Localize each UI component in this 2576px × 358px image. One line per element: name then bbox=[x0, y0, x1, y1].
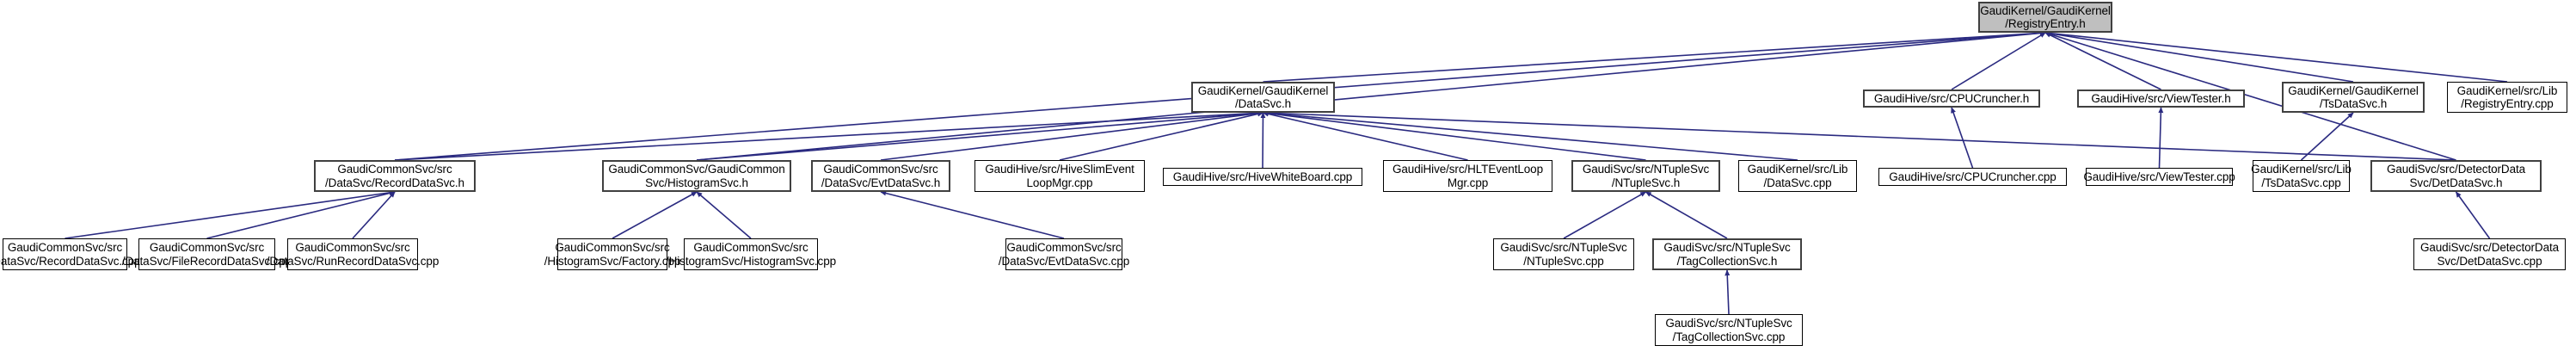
graph-node-tagcollectionsvc_cpp[interactable]: GaudiSvc/src/NTupleSvc /TagCollectionSvc… bbox=[1655, 314, 1803, 346]
graph-node-tagcollectionsvc_h[interactable]: GaudiSvc/src/NTupleSvc /TagCollectionSvc… bbox=[1652, 238, 1802, 270]
graph-edge bbox=[2044, 30, 2508, 83]
graph-edge bbox=[1645, 191, 1728, 239]
graph-node-datasvc_h[interactable]: GaudiKernel/GaudiKernel /DataSvc.h bbox=[1191, 82, 1335, 113]
graph-edge bbox=[2044, 32, 2161, 90]
graph-edge bbox=[1951, 32, 2046, 90]
graph-edge bbox=[696, 30, 2046, 161]
graph-edge bbox=[1725, 269, 1731, 315]
graph-node-histogramsvc_h[interactable]: GaudiCommonSvc/GaudiCommon Svc/Histogram… bbox=[602, 160, 791, 192]
graph-edge bbox=[1262, 110, 1646, 161]
graph-edge bbox=[394, 110, 1264, 161]
graph-node-hiveslimeventloopmgr[interactable]: GaudiHive/src/HiveSlimEvent LoopMgr.cpp bbox=[974, 160, 1145, 192]
graph-edge bbox=[696, 110, 1264, 161]
graph-node-datasvc_cpp[interactable]: GaudiKernel/src/Lib /DataSvc.cpp bbox=[1738, 160, 1857, 192]
graph-edge bbox=[1951, 107, 1974, 169]
graph-node-ntuplesvc_h[interactable]: GaudiSvc/src/NTupleSvc /NTupleSvc.h bbox=[1571, 160, 1720, 192]
graph-edge bbox=[1263, 30, 2046, 83]
graph-node-detdatasvc_cpp[interactable]: GaudiSvc/src/DetectorData Svc/DetDataSvc… bbox=[2413, 238, 2566, 270]
graph-edge bbox=[1262, 110, 1798, 161]
graph-node-cpucruncher_h[interactable]: GaudiHive/src/CPUCruncher.h bbox=[1863, 90, 2040, 108]
graph-edge bbox=[880, 110, 1264, 161]
graph-node-filerecorddatasvc_cpp[interactable]: GaudiCommonSvc/src /DataSvc/FileRecordDa… bbox=[122, 238, 292, 270]
graph-edge bbox=[1059, 111, 1264, 161]
graph-node-hlteventloopmgr[interactable]: GaudiHive/src/HLTEventLoop Mgr.cpp bbox=[1383, 160, 1552, 192]
graph-node-evtdatasvc_cpp[interactable]: GaudiCommonSvc/src /DataSvc/EvtDataSvc.c… bbox=[999, 238, 1129, 270]
graph-edge bbox=[2044, 31, 2354, 83]
graph-edge bbox=[612, 191, 698, 239]
graph-node-detdatasvc_h[interactable]: GaudiSvc/src/DetectorData Svc/DetDataSvc… bbox=[2370, 160, 2542, 192]
graph-node-runrecorddatasvc_cpp[interactable]: GaudiCommonSvc/src /DataSvc/RunRecordDat… bbox=[267, 238, 439, 270]
graph-edge bbox=[696, 191, 752, 239]
graph-edge bbox=[880, 190, 1065, 239]
graph-node-ntuplesvc_cpp[interactable]: GaudiSvc/src/NTupleSvc /NTupleSvc.cpp bbox=[1493, 238, 1634, 270]
graph-edge bbox=[352, 191, 396, 239]
graph-node-registryentry_h[interactable]: GaudiKernel/GaudiKernel /RegistryEntry.h bbox=[1978, 2, 2112, 33]
graph-node-viewtester_cpp[interactable]: GaudiHive/src/ViewTester.cpp bbox=[2083, 168, 2235, 186]
graph-node-histogramsvc_cpp[interactable]: GaudiCommonSvc/src /HistogramSvc/Histogr… bbox=[666, 238, 836, 270]
graph-node-hivewhiteboard[interactable]: GaudiHive/src/HiveWhiteBoard.cpp bbox=[1163, 168, 1362, 186]
graph-node-tsdatasvc_cpp[interactable]: GaudiKernel/src/Lib /TsDataSvc.cpp bbox=[2251, 160, 2352, 192]
graph-node-tsdatasvc_h[interactable]: GaudiKernel/GaudiKernel /TsDataSvc.h bbox=[2282, 82, 2425, 113]
graph-edge bbox=[1262, 110, 2456, 161]
graph-edge bbox=[2455, 191, 2491, 239]
graph-node-recorddatasvc_h[interactable]: GaudiCommonSvc/src /DataSvc/RecordDataSv… bbox=[314, 160, 476, 192]
graph-node-registryentry_cpp[interactable]: GaudiKernel/src/Lib /RegistryEntry.cpp bbox=[2447, 82, 2567, 113]
graph-node-evtdatasvc_h[interactable]: GaudiCommonSvc/src /DataSvc/EvtDataSvc.h bbox=[811, 160, 950, 192]
graph-node-recorddatasvc_cpp[interactable]: GaudiCommonSvc/src /DataSvc/RecordDataSv… bbox=[0, 238, 141, 270]
graph-node-viewtester_h[interactable]: GaudiHive/src/ViewTester.h bbox=[2077, 90, 2245, 108]
graph-edge bbox=[2158, 107, 2164, 169]
graph-node-cpucruncher_cpp[interactable]: GaudiHive/src/CPUCruncher.cpp bbox=[1878, 168, 2067, 186]
graph-edge bbox=[1563, 191, 1647, 239]
graph-edge bbox=[2300, 112, 2354, 161]
graph-edge bbox=[206, 190, 396, 239]
graph-node-factory_cpp[interactable]: GaudiCommonSvc/src /HistogramSvc/Factory… bbox=[544, 238, 680, 270]
graph-edge bbox=[65, 189, 396, 239]
graph-edge bbox=[1262, 111, 1468, 161]
